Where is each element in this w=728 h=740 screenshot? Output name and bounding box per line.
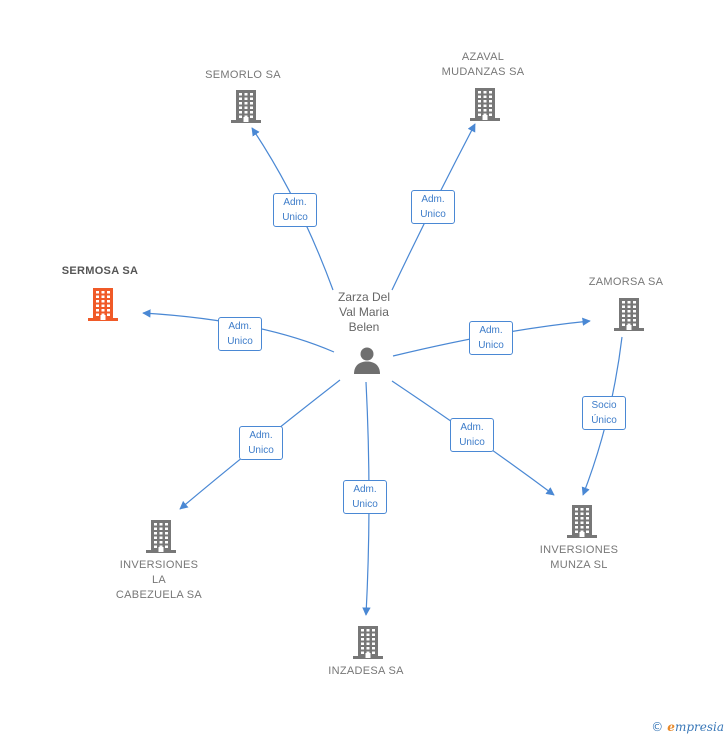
building-icon[interactable] <box>145 518 177 554</box>
building-icon[interactable] <box>566 503 598 539</box>
building-icon[interactable] <box>230 88 262 124</box>
company-label-inzadesa[interactable]: INZADESA SA <box>328 665 404 677</box>
company-label-sermosa[interactable]: SERMOSA SA <box>61 265 139 277</box>
company-label-cabezuela[interactable]: INVERSIONES LA CABEZUELA SA <box>115 559 203 601</box>
person-icon[interactable] <box>352 345 382 375</box>
person-name[interactable]: Zarza Del Val Maria Belen <box>337 290 390 334</box>
company-label-semorlo[interactable]: SEMORLO SA <box>205 69 281 81</box>
edge-label-zamorsa[interactable]: Adm. Unico <box>469 321 513 355</box>
edge-label-munza[interactable]: Socio Único <box>582 396 626 430</box>
company-label-azaval[interactable]: AZAVAL MUDANZAS SA <box>441 51 525 78</box>
footer-brand: ©empresia <box>651 720 724 734</box>
edge-label-azaval[interactable]: Adm. Unico <box>411 190 455 224</box>
company-label-zamorsa[interactable]: ZAMORSA SA <box>588 276 664 288</box>
building-icon[interactable] <box>469 86 501 122</box>
edge-label-sermosa[interactable]: Adm. Unico <box>218 317 262 351</box>
building-icon[interactable] <box>613 296 645 332</box>
copyright-icon: © <box>651 720 664 734</box>
edge-label-inzadesa[interactable]: Adm. Unico <box>343 480 387 514</box>
brand-initial: e <box>667 720 675 734</box>
building-icon[interactable] <box>352 624 384 660</box>
edge-label-munza[interactable]: Adm. Unico <box>450 418 494 452</box>
brand-name: mpresia <box>674 720 724 734</box>
edge-label-semorlo[interactable]: Adm. Unico <box>273 193 317 227</box>
edge-label-cabezuela[interactable]: Adm. Unico <box>239 426 283 460</box>
company-label-munza[interactable]: INVERSIONES MUNZA SL <box>539 544 619 571</box>
building-icon[interactable] <box>87 286 119 322</box>
